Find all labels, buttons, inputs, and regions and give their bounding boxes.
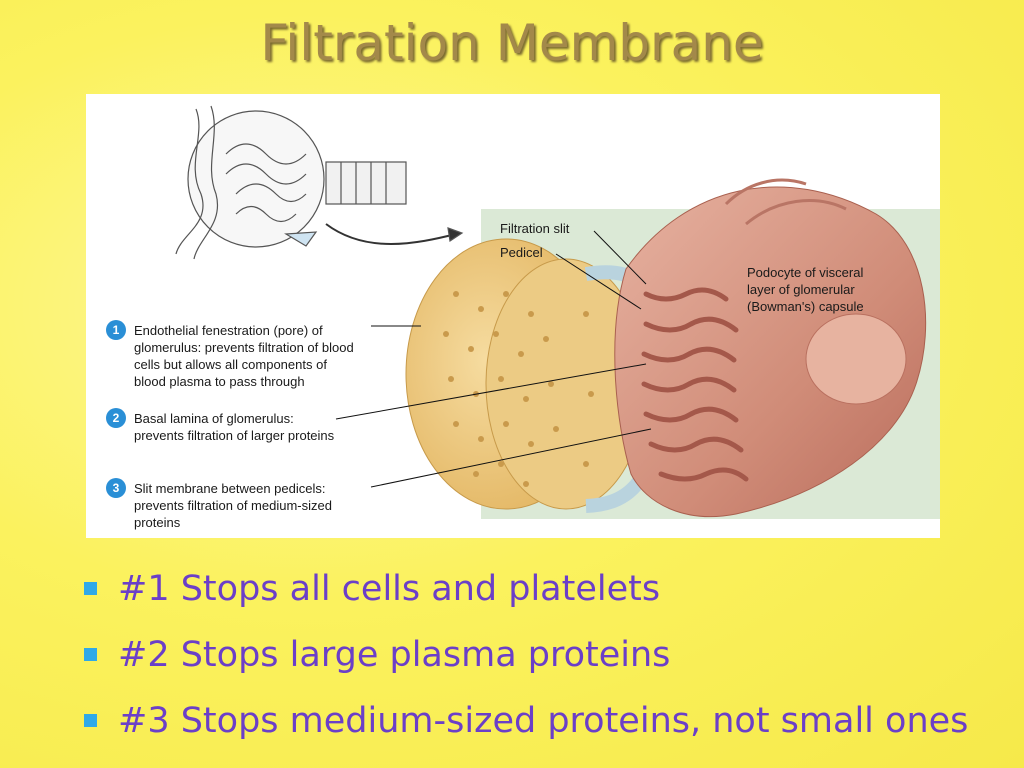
callout-line: proteins — [134, 515, 181, 530]
podocyte-label-line: layer of glomerular — [747, 282, 855, 297]
callout-badge-3: 3 — [106, 478, 126, 498]
filtration-membrane-illustration — [175, 105, 940, 519]
bullet-text: #3 Stops medium-sized proteins, not smal… — [118, 701, 969, 741]
callout-line: prevents filtration of medium-sized — [134, 498, 332, 513]
endothelium-disc — [405, 238, 647, 510]
callout-line: Endothelial fenestration (pore) of — [134, 323, 323, 338]
bullet-list: #1 Stops all cells and platelets #2 Stop… — [80, 556, 1000, 754]
bullet-square-icon — [84, 648, 97, 661]
filtration-slit-label: Filtration slit — [500, 221, 570, 236]
podocyte-label-line: (Bowman's) capsule — [747, 299, 864, 314]
callout-2-text: Basal lamina of glomerulus: prevents fil… — [134, 410, 334, 444]
glomerulus-sketch — [175, 105, 464, 260]
bullet-text: #2 Stops large plasma proteins — [118, 635, 671, 675]
bullet-item: #1 Stops all cells and platelets — [80, 556, 1000, 622]
callout-1-text: Endothelial fenestration (pore) of glome… — [134, 322, 354, 390]
callout-3-text: Slit membrane between pedicels: prevents… — [134, 480, 332, 531]
podocyte-label: Podocyte of visceral layer of glomerular… — [747, 264, 864, 315]
callout-badge-1: 1 — [106, 320, 126, 340]
callout-line: cells but allows all components of — [134, 357, 327, 372]
bullet-item: #2 Stops large plasma proteins — [80, 622, 1000, 688]
podocyte — [614, 178, 927, 518]
callout-line: glomerulus: prevents filtration of blood — [134, 340, 354, 355]
callout-badge-2: 2 — [106, 408, 126, 428]
callout-line: prevents filtration of larger proteins — [134, 428, 335, 443]
leader-lines — [335, 230, 652, 488]
callout-line: Slit membrane between pedicels: — [134, 481, 326, 496]
filtration-membrane-figure: Filtration slit Pedicel Podocyte of visc… — [86, 94, 940, 538]
pedicel-label: Pedicel — [500, 245, 543, 260]
slide-title: Filtration Membrane — [260, 14, 764, 72]
bullet-square-icon — [84, 714, 97, 727]
bullet-square-icon — [84, 582, 97, 595]
bullet-item: #3 Stops medium-sized proteins, not smal… — [80, 688, 1000, 754]
callout-line: Basal lamina of glomerulus: — [134, 411, 294, 426]
podocyte-label-line: Podocyte of visceral — [747, 265, 864, 280]
callout-line: blood plasma to pass through — [134, 374, 305, 389]
bullet-text: #1 Stops all cells and platelets — [118, 569, 661, 609]
